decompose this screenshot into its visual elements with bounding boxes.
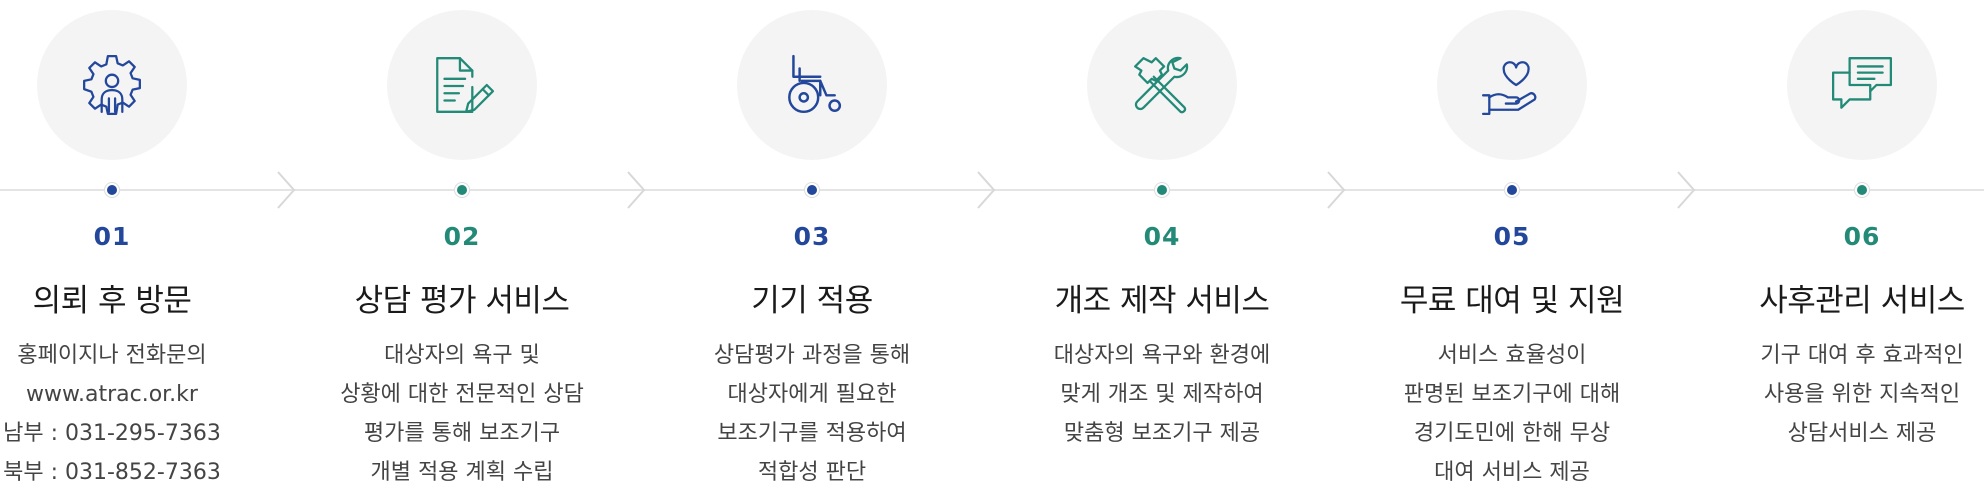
step-number: 01 [93, 222, 131, 251]
timeline-dot [1854, 182, 1870, 198]
step-description: 서비스 효율성이 판명된 보조기구에 대해 경기도민에 한해 무상 대여 서비스… [1362, 336, 1662, 492]
step-number: 06 [1843, 222, 1881, 251]
step-icon-circle [1787, 10, 1937, 160]
step-title: 사후관리 서비스 [1759, 283, 1965, 319]
description-line: 대여 서비스 제공 [1434, 460, 1590, 485]
gear-person-icon [83, 54, 141, 116]
north-phone: 북부 : 031-852-7363 [3, 460, 221, 485]
description-line: 판명된 보조기구에 대해 [1403, 382, 1621, 407]
step-title: 상담 평가 서비스 [354, 283, 570, 319]
document-edit-icon [436, 57, 495, 113]
description-line: 맞춤형 보조기구 제공 [1063, 421, 1261, 446]
step-title: 무료 대여 및 지원 [1399, 283, 1625, 319]
description-line: 대상자에게 필요한 [727, 382, 897, 407]
chevron-right-icon [627, 171, 646, 209]
description-line: 평가를 통해 보조기구 [363, 421, 561, 446]
step-description: 상담평가 과정을 통해 대상자에게 필요한 보조기구를 적용하여 적합성 판단 [662, 336, 962, 492]
description-line: 맞게 개조 및 제작하여 [1060, 382, 1264, 407]
timeline-dot [1504, 182, 1520, 198]
timeline-line [0, 189, 1984, 191]
step-icon-circle [1087, 10, 1237, 160]
chevron-right-icon [277, 171, 296, 209]
description-line: 상담서비스 제공 [1787, 421, 1937, 446]
description-line: 홍페이지나 전화문의 [17, 343, 207, 368]
step-title: 의뢰 후 방문 [32, 283, 192, 319]
step-number: 04 [1143, 222, 1181, 251]
step-icon-circle [737, 10, 887, 160]
step-title: 개조 제작 서비스 [1054, 283, 1270, 319]
chevron-right-icon [1327, 171, 1346, 209]
tools-icon [1134, 56, 1189, 114]
step-title: 기기 적용 [751, 283, 873, 319]
step-description: 기구 대여 후 효과적인 사용을 위한 지속적인 상담서비스 제공 [1712, 336, 1984, 453]
description-line: 대상자의 욕구와 환경에 [1053, 343, 1271, 368]
description-line: 개별 적용 계획 수립 [370, 460, 554, 485]
step-icon-circle [37, 10, 187, 160]
wheelchair-icon [788, 54, 842, 114]
description-line: 보조기구를 적용하여 [717, 421, 907, 446]
step-icon-circle [1437, 10, 1587, 160]
timeline-dot [804, 182, 820, 198]
step-description: 홍페이지나 전화문의 www.atrac.or.kr 남부 : 031-295-… [0, 336, 262, 492]
description-line: 대상자의 욕구 및 [384, 343, 540, 368]
step-number: 05 [1493, 222, 1531, 251]
description-line: 적합성 판단 [757, 460, 867, 485]
step-description: 대상자의 욕구와 환경에 맞게 개조 및 제작하여 맞춤형 보조기구 제공 [1012, 336, 1312, 453]
timeline-dot [104, 182, 120, 198]
description-line: 서비스 효율성이 [1437, 343, 1587, 368]
hand-heart-icon [1481, 61, 1537, 116]
description-line: 상담평가 과정을 통해 [713, 343, 911, 368]
chevron-right-icon [977, 171, 996, 209]
website-link[interactable]: www.atrac.or.kr [26, 382, 198, 407]
description-line: 경기도민에 한해 무상 [1413, 421, 1611, 446]
description-line: 상황에 대한 전문적인 상담 [340, 382, 584, 407]
step-number: 03 [793, 222, 831, 251]
timeline-dot [1154, 182, 1170, 198]
chevron-right-icon [1677, 171, 1696, 209]
step-number: 02 [443, 222, 481, 251]
step-icon-circle [387, 10, 537, 160]
description-line: 기구 대여 후 효과적인 [1760, 343, 1964, 368]
timeline-dot [454, 182, 470, 198]
chat-bubbles-icon [1831, 57, 1893, 109]
south-phone: 남부 : 031-295-7363 [3, 421, 221, 446]
step-description: 대상자의 욕구 및 상황에 대한 전문적인 상담 평가를 통해 보조기구 개별 … [312, 336, 612, 492]
description-line: 사용을 위한 지속적인 [1763, 382, 1961, 407]
